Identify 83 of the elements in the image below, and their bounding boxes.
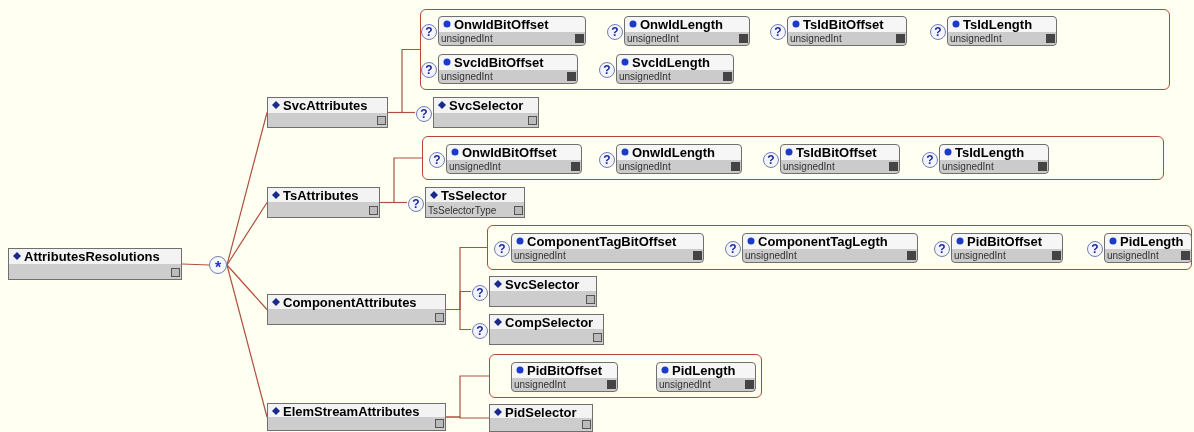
attribute-name: PidLength: [1120, 234, 1184, 250]
attribute-name: OnwIdBitOffset: [462, 145, 557, 161]
type-name: TsSelectorType: [428, 205, 497, 217]
optional-marker: ?: [494, 241, 510, 257]
connector-line: [387, 111, 416, 114]
optional-marker: ?: [770, 24, 786, 40]
attribute-box: [511, 362, 618, 392]
connector-line: [226, 264, 268, 311]
element-name: PidSelector: [505, 405, 577, 421]
element-name: TsAttributes: [283, 188, 359, 204]
type-name: unsignedInt: [950, 33, 1002, 45]
type-name: unsignedInt: [619, 161, 671, 173]
element-name: CompSelector: [505, 315, 594, 331]
optional-marker: ?: [599, 62, 615, 78]
connector-line: [445, 416, 490, 419]
optional-marker: ?: [934, 241, 950, 257]
element-name: AttributesResolutions: [24, 249, 160, 265]
optional-marker: ?: [922, 152, 938, 168]
attribute-name: TsIdLength: [963, 17, 1033, 33]
attribute-name: PidLength: [672, 363, 736, 379]
element-name: SvcSelector: [505, 277, 580, 293]
attribute-name: TsIdBitOffset: [803, 17, 884, 33]
optional-marker: ?: [599, 152, 615, 168]
connector-line: [181, 263, 210, 266]
type-name: unsignedInt: [954, 250, 1006, 262]
type-name: unsignedInt: [790, 33, 842, 45]
group-frame: [487, 225, 1192, 270]
type-name: unsignedInt: [783, 161, 835, 173]
type-name: unsignedInt: [441, 33, 493, 45]
attribute-name: ComponentTagBitOffset: [527, 234, 677, 250]
optional-marker: ?: [408, 195, 424, 212]
type-name: unsignedInt: [619, 71, 671, 83]
type-name: unsignedInt: [942, 161, 994, 173]
element-box: [267, 294, 446, 325]
attribute-name: OnwIdBitOffset: [454, 17, 549, 33]
type-name: unsignedInt: [745, 250, 797, 262]
attribute-box: [656, 362, 756, 392]
attribute-name: SvcIdLength: [632, 55, 710, 71]
type-name: unsignedInt: [627, 33, 679, 45]
type-name: unsignedInt: [659, 379, 711, 391]
attribute-name: PidBitOffset: [527, 363, 603, 379]
attribute-name: PidBitOffset: [967, 234, 1043, 250]
type-name: unsignedInt: [514, 250, 566, 262]
element-box: [267, 97, 388, 128]
type-name: unsignedInt: [449, 161, 501, 173]
group-frame: [420, 9, 1170, 90]
element-name: SvcAttributes: [283, 98, 368, 114]
optional-marker: ?: [416, 105, 432, 122]
element-name: ComponentAttributes: [283, 295, 417, 311]
element-name: TsSelector: [441, 188, 507, 204]
sequence-compositor: [209, 256, 227, 274]
optional-marker: ?: [472, 322, 488, 339]
optional-marker: ?: [429, 152, 445, 168]
element-name: ElemStreamAttributes: [283, 404, 420, 420]
type-name: unsignedInt: [514, 379, 566, 391]
optional-marker: ?: [1087, 241, 1103, 257]
connector-line: [226, 264, 268, 418]
connector-line: [226, 201, 268, 266]
attribute-name: ComponentTagLegth: [758, 234, 888, 250]
compositor-symbol: *: [213, 258, 223, 278]
optional-marker: ?: [607, 24, 623, 40]
connector-line: [445, 308, 472, 331]
attribute-name: SvcIdBitOffset: [454, 55, 544, 71]
optional-marker: ?: [472, 284, 488, 301]
optional-marker: ?: [725, 241, 741, 257]
element-box: [489, 404, 593, 432]
type-name: unsignedInt: [441, 71, 493, 83]
element-box: [267, 403, 446, 431]
optional-marker: ?: [930, 24, 946, 40]
group-frame: [422, 136, 1164, 180]
attribute-name: TsIdBitOffset: [796, 145, 877, 161]
attribute-name: TsIdLength: [955, 145, 1025, 161]
attribute-name: OnwIdLength: [632, 145, 716, 161]
element-name: SvcSelector: [449, 98, 524, 114]
element-box: [8, 248, 182, 280]
optional-marker: ?: [421, 24, 437, 40]
element-box: [267, 187, 380, 218]
group-frame: [489, 354, 762, 398]
connector-line: [379, 201, 408, 204]
type-name: unsignedInt: [1107, 250, 1159, 262]
attribute-name: OnwIdLength: [640, 17, 724, 33]
optional-marker: ?: [421, 62, 437, 78]
optional-marker: ?: [763, 152, 779, 168]
